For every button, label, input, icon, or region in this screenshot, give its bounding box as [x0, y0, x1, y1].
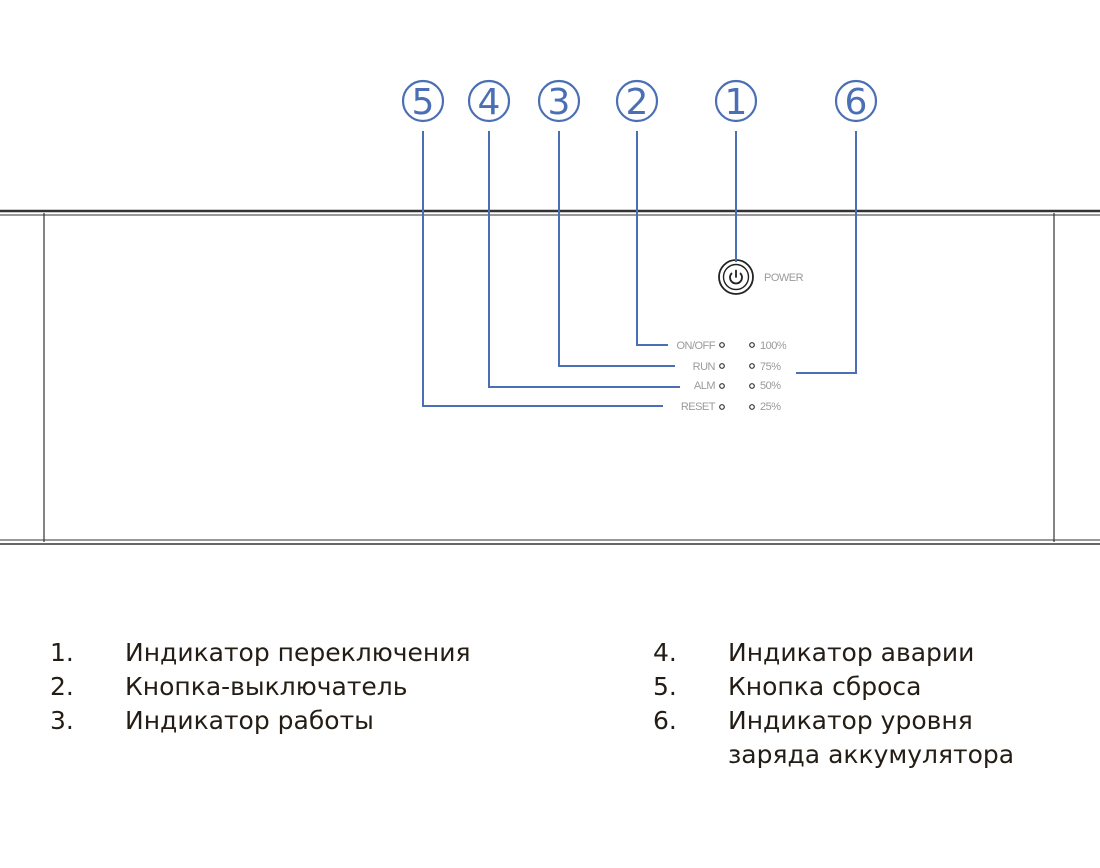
legend-number: 1. [50, 638, 74, 667]
battery-led-75 [749, 363, 755, 369]
power-label: POWER [764, 272, 804, 284]
legend-item-6: 6. Индикатор уровня [653, 704, 1014, 738]
run-label: RUN [693, 361, 716, 373]
callout-circle-1 [714, 79, 758, 123]
reset-button[interactable] [719, 404, 725, 410]
status-indicators: ON/OFF RUN ALM RESET [676, 340, 725, 413]
leader-line-5 [422, 131, 663, 407]
reset-label: RESET [681, 401, 716, 413]
legend-item-3: 3. Индикатор работы [50, 704, 471, 738]
legend-item-6-continuation: заряда аккумулятора [728, 740, 1015, 769]
callout-number-1: 1 [725, 82, 748, 123]
device-front-panel-diagram: POWER ON/OFF RUN ALM RESET 100% 75% 50% … [0, 79, 1100, 545]
legend-number: 6. [653, 706, 677, 735]
leader-line-3 [558, 131, 675, 367]
callout-number-4: 4 [478, 82, 501, 123]
callout-number-2: 2 [626, 82, 649, 123]
legend-item-4: 4. Индикатор аварии [653, 636, 1014, 670]
battery-label-100: 100% [760, 340, 787, 352]
legend-item-1: 1. Индикатор переключения [50, 636, 471, 670]
legend-right-column: 4. Индикатор аварии 5. Кнопка сброса 6. … [653, 636, 1014, 772]
callout-circle-5 [401, 79, 445, 123]
leader-line-6 [796, 131, 857, 374]
legend-text: Индикатор переключения [125, 638, 471, 667]
callout-circle-6 [834, 79, 878, 123]
legend-left-column: 1. Индикатор переключения 2. Кнопка-выкл… [50, 636, 471, 738]
battery-label-50: 50% [760, 380, 781, 392]
callout-number-6: 6 [845, 82, 868, 123]
onoff-label: ON/OFF [676, 340, 715, 352]
power-icon [729, 269, 743, 285]
callout-circle-2 [615, 79, 659, 123]
legend-number: 2. [50, 672, 74, 701]
legend-text: Кнопка сброса [728, 672, 922, 701]
legend-number: 4. [653, 638, 677, 667]
callouts [401, 79, 878, 123]
battery-led-50 [749, 383, 755, 389]
legend-text: Индикатор уровня [728, 706, 973, 735]
legend-text: Индикатор аварии [728, 638, 975, 667]
legend-number: 3. [50, 706, 74, 735]
battery-label-75: 75% [760, 361, 781, 373]
callout-number-5: 5 [412, 82, 435, 123]
onoff-led [719, 342, 725, 348]
power-button[interactable] [718, 259, 754, 295]
run-led [719, 363, 725, 369]
callout-number-3: 3 [548, 82, 571, 123]
device-body [0, 209, 1100, 545]
legend-text: Кнопка-выключатель [125, 672, 408, 701]
battery-level-indicators: 100% 75% 50% 25% [749, 340, 787, 413]
legend-text: Индикатор работы [125, 706, 374, 735]
leader-line-2 [636, 131, 668, 346]
alm-led [719, 383, 725, 389]
battery-led-25 [749, 404, 755, 410]
legend-item-5: 5. Кнопка сброса [653, 670, 1014, 704]
legend-item-2: 2. Кнопка-выключатель [50, 670, 471, 704]
battery-led-100 [749, 342, 755, 348]
callout-circle-3 [537, 79, 581, 123]
legend-number: 5. [653, 672, 677, 701]
leader-line-4 [488, 131, 680, 388]
leader-lines [422, 131, 857, 407]
callout-circle-4 [467, 79, 511, 123]
alm-label: ALM [694, 380, 715, 392]
battery-label-25: 25% [760, 401, 781, 413]
